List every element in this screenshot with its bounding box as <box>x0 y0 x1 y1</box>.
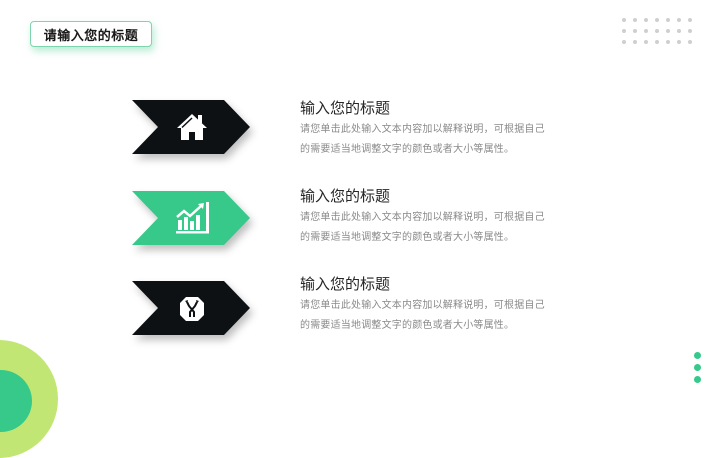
decorative-vertical-dots <box>694 352 701 388</box>
road-sign-icon <box>180 297 204 321</box>
item-desc-line2: 的需要适当地调整文字的颜色或者大小等属性。 <box>300 232 515 243</box>
item-desc-line1: 请您单击此处输入文本内容加以解释说明，可根据自己 <box>300 124 545 135</box>
item-text-1: 输入您的标题 请您单击此处输入文本内容加以解释说明，可根据自己 的需要适当地调整… <box>300 98 570 160</box>
growth-chart-icon <box>176 202 209 234</box>
item-title: 输入您的标题 <box>300 99 391 117</box>
item-desc-line1: 请您单击此处输入文本内容加以解释说明，可根据自己 <box>300 300 545 311</box>
item-desc-line1: 请您单击此处输入文本内容加以解释说明，可根据自己 <box>300 212 545 223</box>
item-title: 输入您的标题 <box>300 275 391 293</box>
chevron-shape-1[interactable] <box>132 100 250 154</box>
item-title: 输入您的标题 <box>300 187 391 205</box>
house-icon <box>177 114 207 140</box>
item-desc-line2: 的需要适当地调整文字的颜色或者大小等属性。 <box>300 320 515 331</box>
item-desc-line2: 的需要适当地调整文字的颜色或者大小等属性。 <box>300 144 515 155</box>
page-title[interactable]: 请输入您的标题 <box>30 21 152 47</box>
decorative-dot-grid <box>622 18 699 51</box>
item-text-3: 输入您的标题 请您单击此处输入文本内容加以解释说明，可根据自己 的需要适当地调整… <box>300 274 570 336</box>
item-text-2: 输入您的标题 请您单击此处输入文本内容加以解释说明，可根据自己 的需要适当地调整… <box>300 186 570 248</box>
chevron-shape-2[interactable] <box>132 191 250 245</box>
chevron-shape-3[interactable] <box>132 281 250 335</box>
